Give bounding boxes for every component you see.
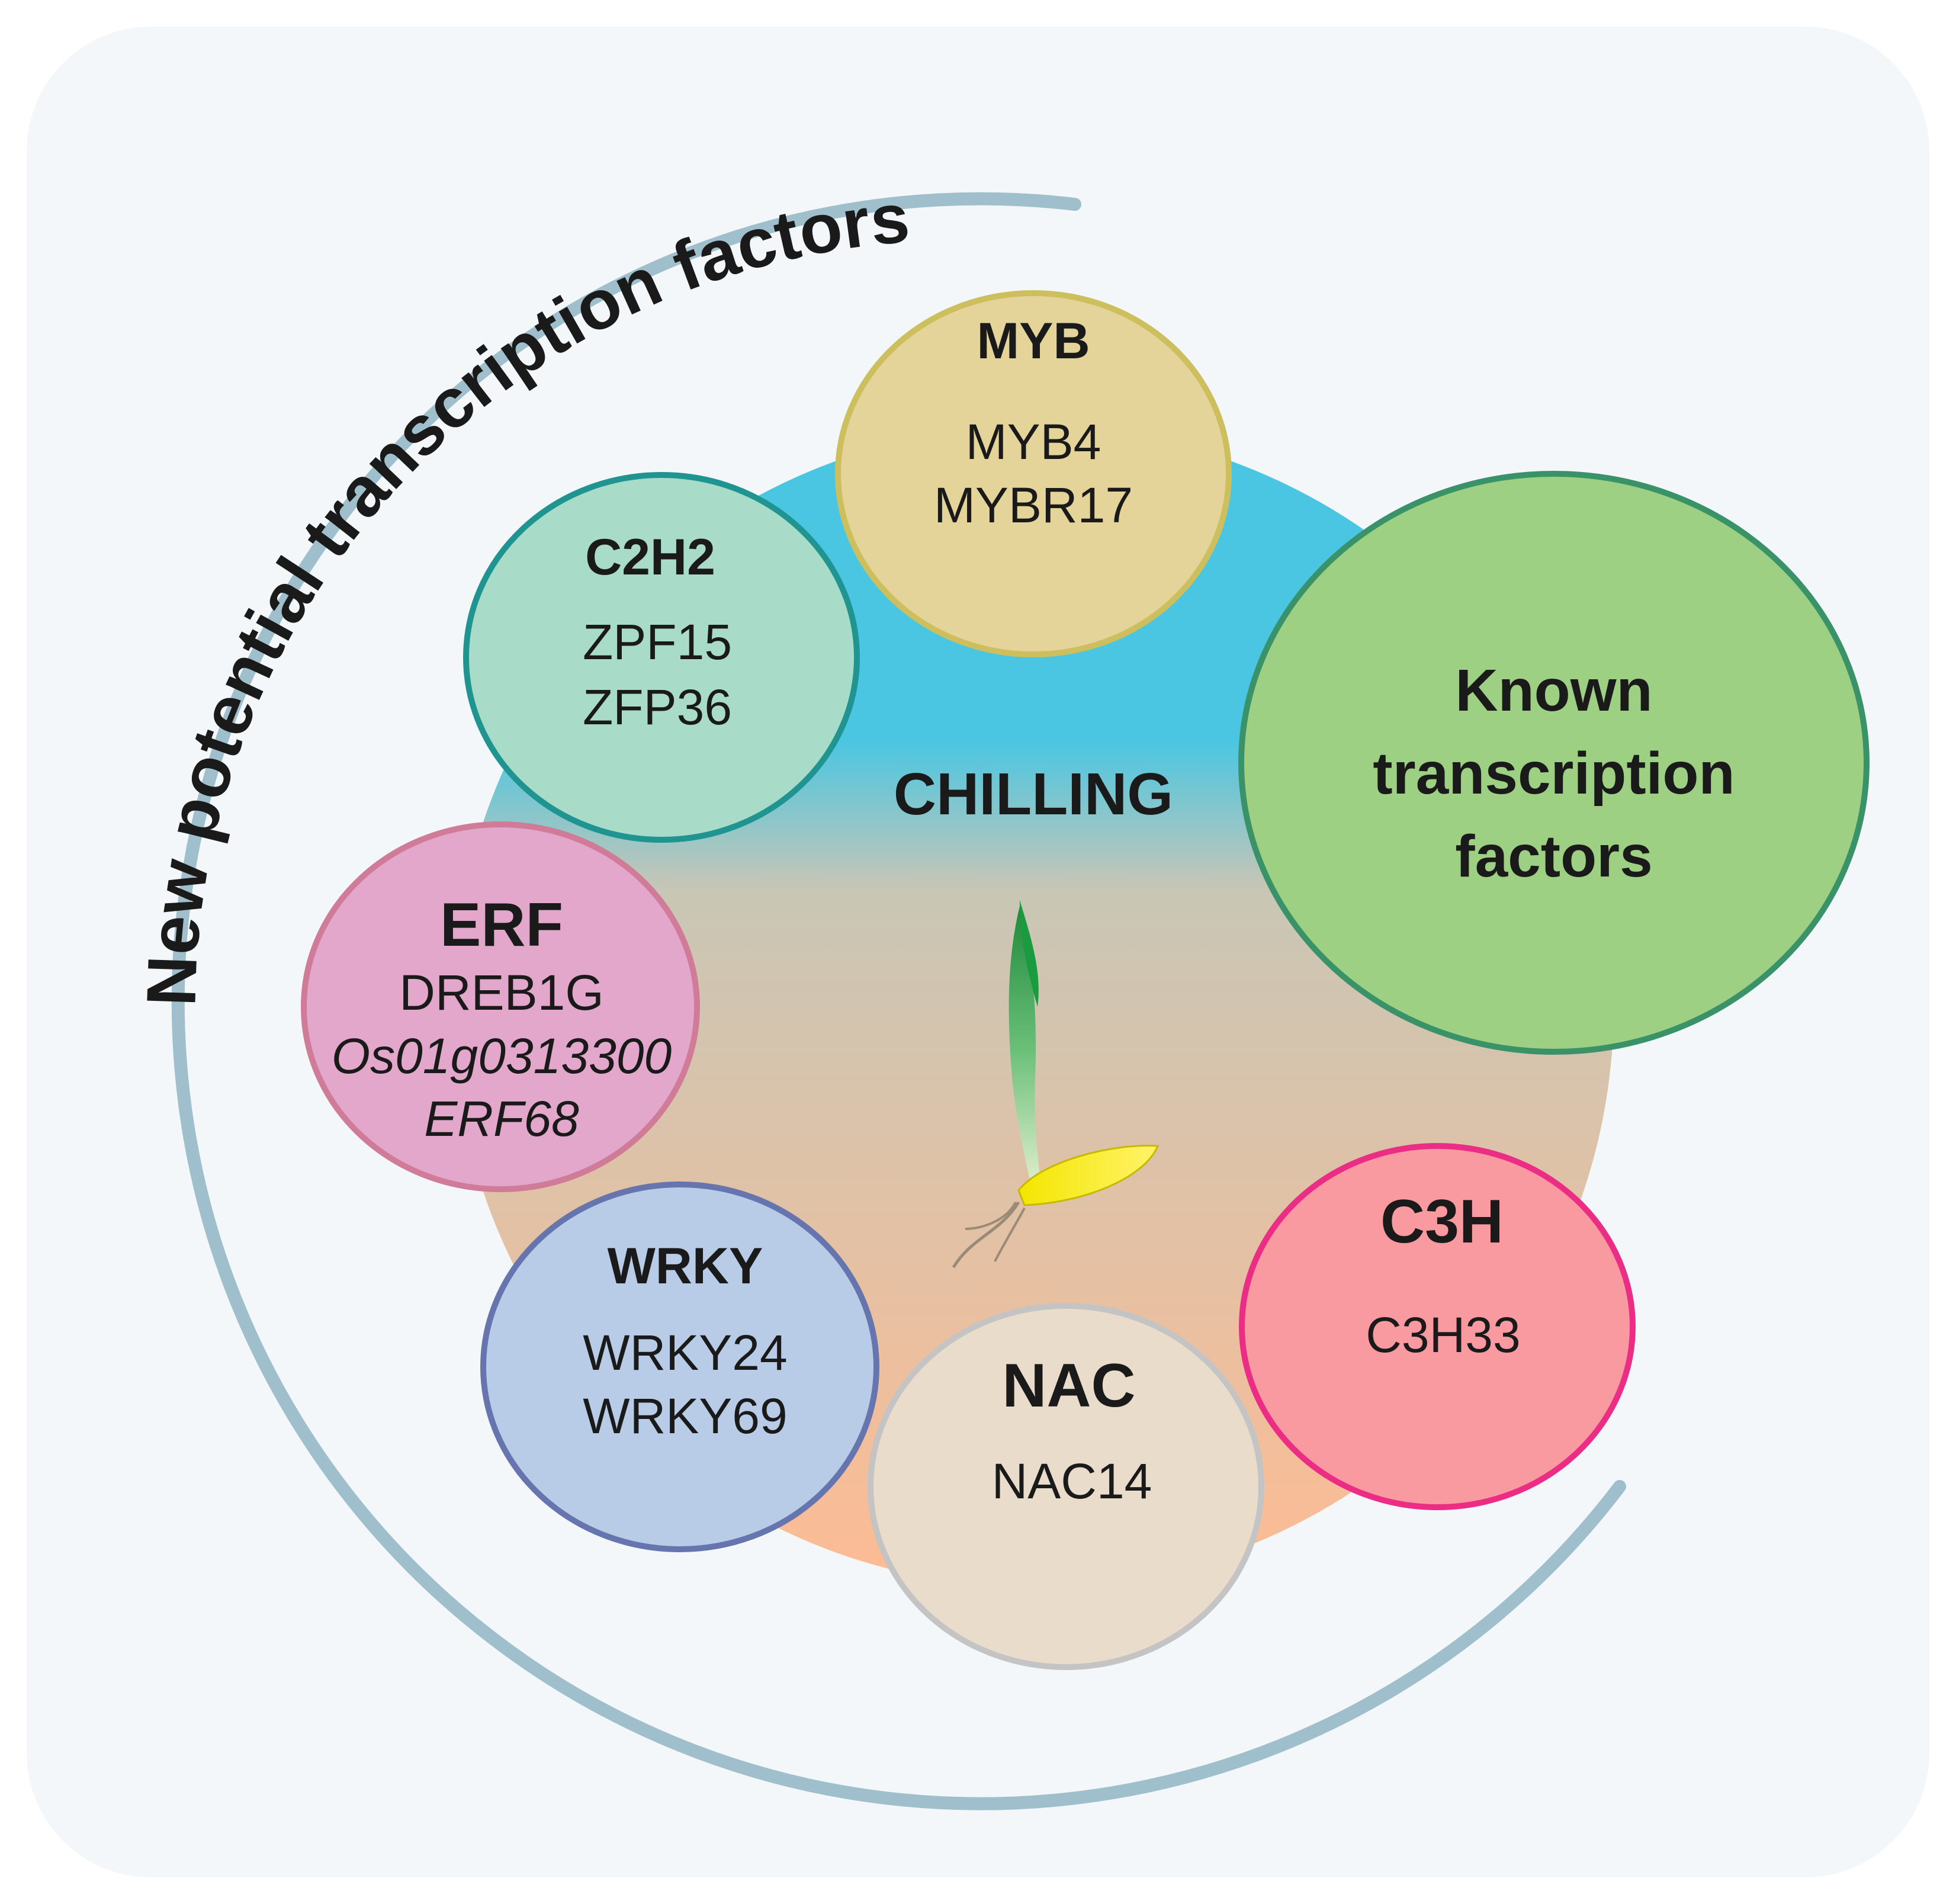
erf-gene-1: DREB1G [399, 965, 603, 1020]
c2h2-title: C2H2 [585, 529, 715, 586]
c2h2-gene-1: ZPF15 [583, 614, 732, 670]
seedling-leaf [1020, 900, 1039, 1007]
known-factors-circle: Known transcription factors [1238, 471, 1870, 1055]
erf-title: ERF [440, 891, 563, 959]
erf-ellipse [301, 821, 700, 1192]
known-line-1: Known [1455, 657, 1652, 724]
known-line-3: factors [1455, 823, 1652, 890]
family-circle-wrky: WRKY WRKY24 WRKY69 [480, 1181, 879, 1552]
family-circle-myb: MYB MYB4 MYBR17 [835, 290, 1232, 657]
known-factors-ellipse [1238, 471, 1870, 1055]
myb-gene-2: MYBR17 [934, 477, 1133, 533]
seedling-root-2 [994, 1208, 1026, 1262]
nac-title: NAC [1002, 1351, 1135, 1420]
myb-title: MYB [977, 313, 1090, 370]
seedling-seed [1017, 1144, 1160, 1206]
nac-gene-1: NAC14 [992, 1453, 1152, 1509]
seedling-root [952, 1201, 1020, 1269]
seedling-root-3 [965, 1202, 1017, 1230]
c2h2-gene-2: ZFP36 [583, 679, 732, 735]
erf-gene-3: ERF68 [424, 1091, 579, 1147]
known-line-2: transcription [1373, 740, 1735, 807]
outer-arc [171, 192, 1626, 1810]
seedling-shoot [1008, 906, 1042, 1196]
nac-ellipse [868, 1303, 1264, 1670]
myb-gene-1: MYB4 [966, 414, 1101, 470]
family-circle-nac: NAC NAC14 [868, 1303, 1264, 1670]
wrky-gene-1: WRKY24 [583, 1325, 787, 1380]
family-circle-erf: ERF DREB1G Os01g0313300 ERF68 [301, 821, 700, 1192]
family-circle-c2h2: C2H2 ZPF15 ZFP36 [463, 472, 860, 843]
wrky-gene-2: WRKY69 [583, 1388, 787, 1444]
myb-ellipse [835, 290, 1232, 657]
wrky-ellipse [480, 1181, 879, 1552]
c3h-gene-1: C3H33 [1366, 1307, 1520, 1363]
seedling-illustration [952, 900, 1160, 1269]
family-circle-c3h: C3H C3H33 [1239, 1143, 1636, 1510]
erf-gene-2: Os01g0313300 [332, 1028, 672, 1084]
c2h2-ellipse [463, 472, 860, 843]
c3h-ellipse [1239, 1143, 1636, 1510]
c3h-title: C3H [1380, 1187, 1504, 1256]
wrky-title: WRKY [608, 1238, 763, 1295]
center-label: CHILLING [894, 761, 1173, 827]
